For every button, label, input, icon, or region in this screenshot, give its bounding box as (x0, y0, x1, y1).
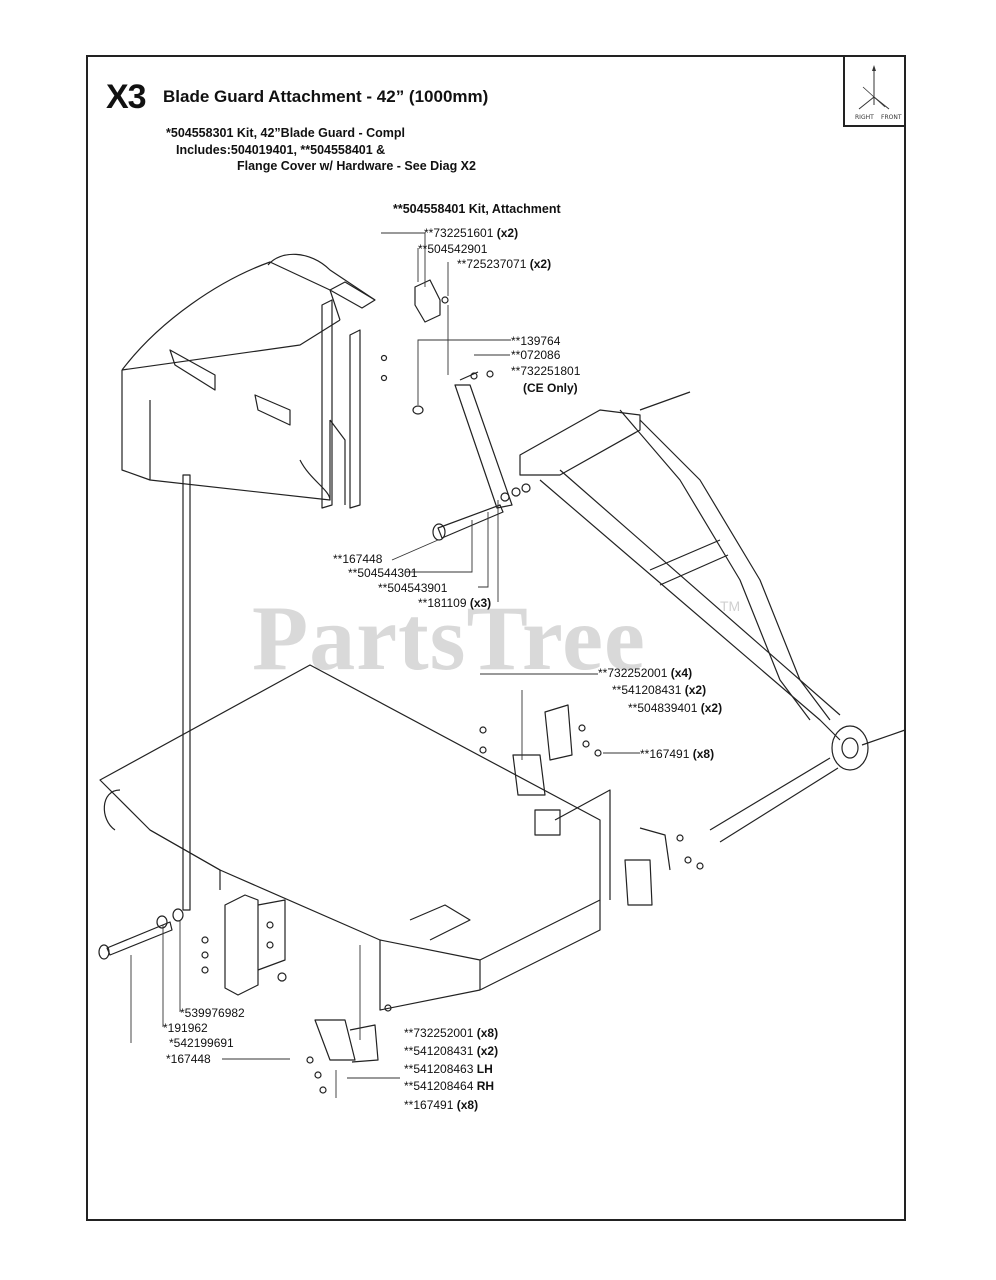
spacer-bolt (437, 504, 504, 539)
callout-732252001-lower: **732252001 (x8) (404, 1026, 499, 1040)
callout-732251801: **732251801 (511, 364, 581, 378)
ce-only-note: (CE Only) (523, 381, 578, 395)
kit-note-line-1: *504558301 Kit, 42”Blade Guard - Compl (166, 126, 405, 140)
clevis-pin (412, 405, 424, 415)
frame-arm (519, 391, 906, 843)
leader-c9 (478, 512, 489, 588)
svg-text:RIGHT: RIGHT (855, 114, 874, 121)
callout-167491-lower: **167491 (x8) (404, 1098, 479, 1112)
mid-plate-bracket (512, 754, 546, 796)
section-title: Blade Guard Attachment - 42” (1000mm) (163, 87, 489, 106)
leader-c8 (405, 520, 473, 573)
callout-167448-lower: *167448 (166, 1052, 211, 1066)
callout-072086: **072086 (511, 348, 561, 362)
callout-181109: **181109 (x3) (418, 596, 492, 610)
upper-bracket (414, 279, 441, 323)
vertical-rod (182, 474, 191, 911)
deck-plate (99, 664, 611, 1011)
callout-191962: *191962 (163, 1021, 208, 1035)
partstree-watermark: PartsTree (252, 587, 646, 689)
callout-539976982: *539976982 (180, 1006, 245, 1020)
callout-504542901: **504542901 (418, 242, 488, 256)
right-side-bracket (624, 859, 653, 906)
callout-504544301: **504544301 (348, 566, 418, 580)
leader-c7 (391, 539, 439, 561)
callout-167448: **167448 (333, 552, 383, 566)
callout-139764: **139764 (511, 334, 561, 348)
orientation-compass-icon: RIGHT FRONT (843, 57, 904, 127)
section-code: X3 (106, 78, 147, 116)
svg-text:FRONT: FRONT (881, 114, 902, 121)
lower-left-bracket (224, 894, 259, 996)
link-arm (454, 384, 513, 509)
callout-732251601: **732251601 (x2) (424, 226, 519, 240)
mount-post-left (321, 299, 333, 509)
callout-541208463-lh: **541208463 LH (404, 1062, 493, 1076)
callout-542199691: *542199691 (169, 1036, 234, 1050)
kit-note-line-2: Includes:504019401, **504558401 & (176, 143, 386, 157)
mount-post-right (349, 329, 361, 509)
callout-504839401: **504839401 (x2) (628, 701, 723, 715)
leader-c1 (381, 232, 426, 287)
diagram-frame (86, 55, 906, 1221)
leader-c4 (417, 339, 511, 405)
kit-note-line-3: Flange Cover w/ Hardware - See Diag X2 (237, 159, 476, 173)
watermark-trademark: TM (720, 598, 741, 614)
callout-725237071: **725237071 (x2) (457, 257, 552, 271)
callout-541208431-top: **541208431 (x2) (612, 683, 707, 697)
lower-center-bracket (314, 1019, 356, 1061)
blade-guard-housing (121, 253, 376, 505)
callout-167491-top: **167491 (x8) (640, 747, 715, 761)
callout-541208464-rh: **541208464 RH (404, 1079, 495, 1093)
callout-732252001-top: **732252001 (x4) (598, 666, 693, 680)
callout-541208431-lower: **541208431 (x2) (404, 1044, 499, 1058)
callout-504543901: **504543901 (378, 581, 448, 595)
long-bolt (106, 921, 173, 956)
attachment-kit-title: **504558401 Kit, Attachment (393, 202, 561, 216)
